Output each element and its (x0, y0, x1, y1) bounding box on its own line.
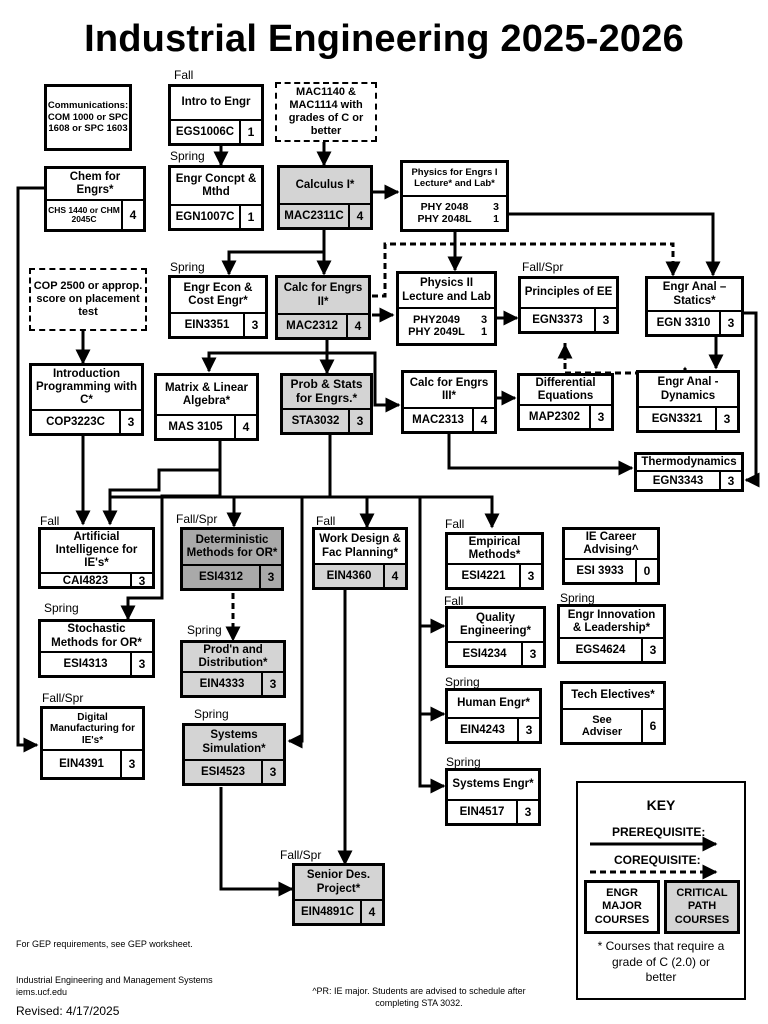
department-url: iems.ucf.edu (16, 987, 68, 997)
page-title: Industrial Engineering 2025-2026 (84, 18, 684, 60)
mac-prereq-note: MAC1140 & MAC1114 with grades of C or be… (275, 82, 377, 142)
term-label: Spring (187, 623, 222, 637)
revised-date: Revised: 4/17/2025 (16, 1004, 120, 1018)
term-label: Fall (445, 517, 465, 531)
course-intro-programming: Introduction Programming with C* COP3223… (29, 363, 144, 436)
course-physics-1: Physics for Engrs I Lecture* and Lab* PH… (400, 160, 509, 232)
gep-note: For GEP requirements, see GEP worksheet. (16, 939, 193, 949)
term-label: Fall/Spr (280, 848, 322, 862)
term-label: Spring (194, 707, 229, 721)
cop-prereq-note: COP 2500 or approp. score on placement t… (29, 268, 147, 331)
term-label: Spring (445, 675, 480, 689)
key-engr-major-box: ENGR MAJOR COURSES (584, 880, 660, 934)
key-title: KEY (646, 797, 676, 813)
term-label: Spring (446, 755, 481, 769)
department-name: Industrial Engineering and Management Sy… (16, 975, 213, 985)
term-label: Fall/Spr (522, 260, 564, 274)
term-label: Spring (560, 591, 595, 605)
term-label: Spring (44, 601, 79, 615)
term-label: Fall/Spr (42, 691, 84, 705)
key-grade-note: * Courses that require a grade of C (2.0… (597, 939, 725, 985)
key-corequisite-label: COREQUISITE: (614, 853, 701, 867)
key-arrows (590, 836, 718, 880)
term-label: Fall (40, 514, 60, 528)
term-label: Fall/Spr (176, 512, 218, 526)
term-label: Spring (170, 149, 205, 163)
legend-key: KEY PREREQUISITE: COREQUISITE: ENGR MAJO… (576, 781, 746, 1000)
key-critical-path-box: CRITICAL PATH COURSES (664, 880, 740, 934)
term-label: Fall (444, 594, 464, 608)
term-label: Fall (316, 514, 336, 528)
term-label: Fall (174, 68, 194, 82)
course-artificial-intelligence: Artificial Intelligence for IE's* CAI482… (38, 527, 155, 589)
pr-note: ^PR: IE major. Students are advised to s… (312, 986, 526, 1008)
key-prerequisite-label: PREREQUISITE: (612, 825, 706, 839)
term-label: Spring (170, 260, 205, 274)
communications-note: Communications: COM 1000 or SPC 1608 or … (44, 84, 132, 151)
